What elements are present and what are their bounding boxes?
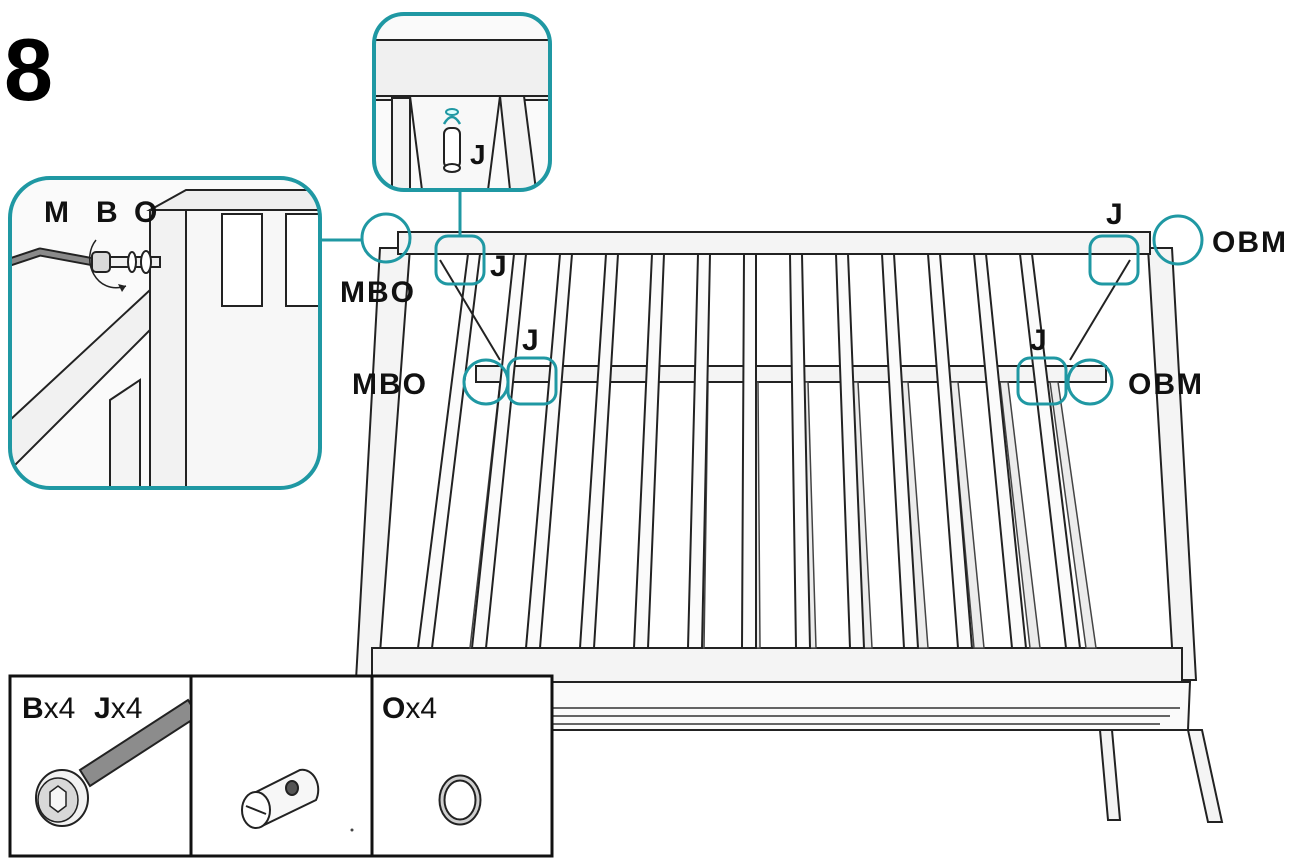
step-number: 8: [4, 20, 53, 119]
crib-slat: [1018, 253, 1082, 649]
label-top-left-mbo: MBO: [340, 276, 416, 309]
rotation-arrow-icon: [442, 115, 462, 125]
zoom-bolt-label-o: O: [134, 196, 157, 229]
part-label-o: Ox4: [382, 692, 437, 725]
svg-text:Ox4: Ox4: [382, 692, 437, 725]
crib-slat: [834, 253, 866, 649]
washer-icon: [127, 251, 137, 273]
crib-base-slats: [550, 707, 1180, 725]
crib-back-slat: [949, 381, 985, 649]
zoom-pin-label-j: J: [470, 139, 486, 170]
bolt-icon: [35, 698, 190, 827]
label-mid-right-j: J: [1030, 324, 1047, 357]
callout-box-mid-left: [506, 356, 558, 406]
callout-circle-mid-right: [1066, 358, 1114, 406]
crib-back-slat: [1049, 381, 1097, 649]
crib-end-panels: [439, 259, 1131, 361]
parts-legend: Bx4 Jx4 Ox4: [8, 674, 554, 858]
svg-text:Jx4: Jx4: [94, 692, 142, 725]
label-top-right-j: J: [1106, 198, 1123, 231]
label-mid-left-mbo: MBO: [352, 368, 428, 401]
label-top-left-j: J: [490, 250, 507, 283]
crib-slat: [740, 253, 757, 649]
zoom-detail-bolt: M B O: [8, 176, 322, 490]
crib-slat: [972, 253, 1028, 649]
callout-markers: [316, 188, 1204, 406]
cross-dowel-icon: [443, 108, 461, 173]
label-top-right-obm: OBM: [1212, 226, 1288, 259]
part-label-b: Bx4: [22, 692, 75, 725]
crib-slat: [578, 253, 620, 649]
zoom-bolt-label-m: M: [44, 196, 69, 229]
crib-slat: [686, 253, 712, 649]
crib-slat: [524, 253, 574, 649]
callout-circle-top-right: [1152, 214, 1204, 266]
svg-text:Bx4: Bx4: [22, 692, 75, 725]
part-label-j: Jx4: [94, 692, 142, 725]
crib-slat: [470, 253, 528, 649]
crib-slat: [880, 253, 920, 649]
zoom-bolt-label-b: B: [96, 196, 118, 229]
crib-slat: [926, 253, 974, 649]
zoom-detail-pin: J: [372, 12, 552, 192]
crib-back-slat: [999, 381, 1041, 649]
crib-slat: [632, 253, 666, 649]
washer-icon: [438, 774, 482, 826]
cross-dowel-icon: [241, 768, 320, 829]
allen-key-icon: [10, 247, 99, 267]
crib-front-slats: [416, 253, 1082, 649]
callout-box-mid-right: [1016, 356, 1068, 406]
crib-slat: [788, 253, 812, 649]
callout-circle-top-left: [360, 212, 412, 264]
label-mid-right-obm: OBM: [1128, 368, 1204, 401]
callout-box-top-right: [1088, 234, 1140, 286]
crib-slat: [416, 253, 482, 649]
rotation-arrow-icon: [89, 239, 127, 289]
label-mid-left-j: J: [522, 324, 539, 357]
